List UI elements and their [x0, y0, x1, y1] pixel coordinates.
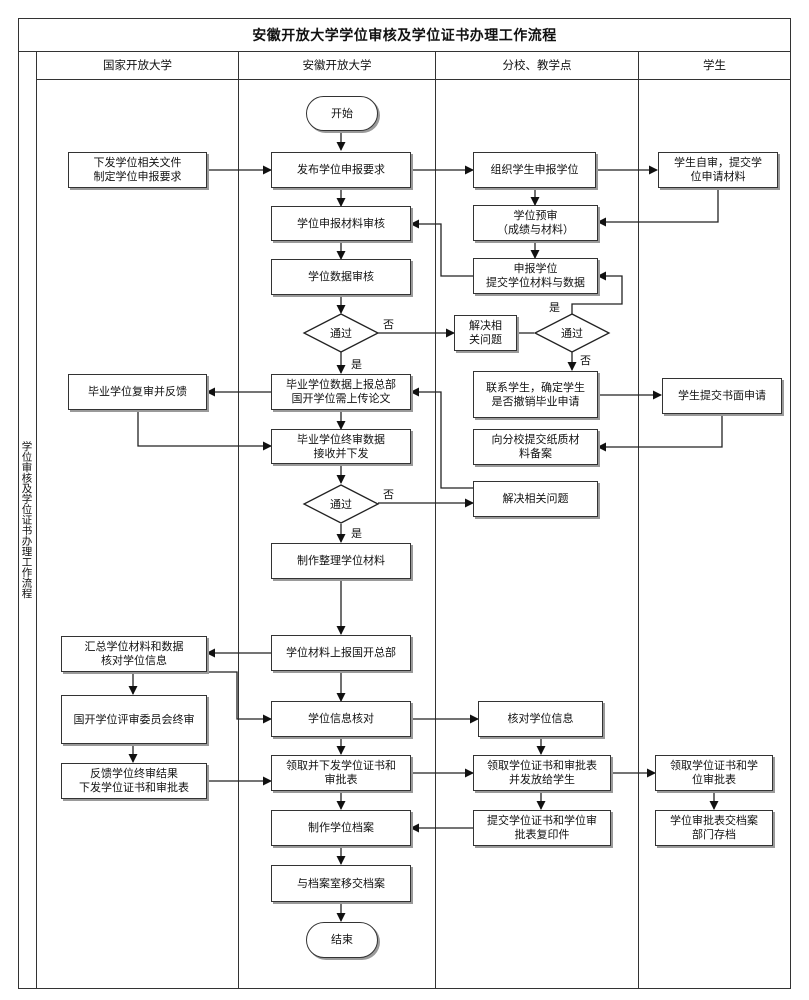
paper-file-box: 向分校提交纸质材 料备案: [473, 429, 598, 465]
lane-student-frame: [638, 51, 791, 989]
lane-header-guonai: 国家开放大学: [37, 51, 238, 80]
label-yes-2: 是: [351, 527, 362, 540]
receive-distribute-box: 领取学位证书和审批表 并发放给学生: [473, 755, 611, 791]
final-data-box: 毕业学位终审数据 接收并下发: [271, 429, 411, 464]
start-node: 开始: [306, 96, 378, 131]
decision-pass-branch: 通过: [561, 327, 583, 340]
label-no-2: 否: [383, 488, 394, 501]
self-review-box: 学生自审，提交学 位申请材料: [658, 152, 778, 188]
receive-cert-box: 领取并下发学位证书和 审批表: [271, 755, 411, 791]
committee-box: 国开学位评审委员会终审: [61, 695, 207, 744]
submit-materials-box: 申报学位 提交学位材料与数据: [473, 258, 598, 294]
pre-review-box: 学位预审 （成绩与材料）: [473, 205, 598, 241]
make-archive-box: 制作学位档案: [271, 810, 411, 846]
publish-requirements-box: 发布学位申报要求: [271, 152, 411, 188]
review-feedback-box: 毕业学位复审并反馈: [68, 374, 207, 410]
label-yes-branch: 是: [549, 301, 560, 314]
summarize-box: 汇总学位材料和数据 核对学位信息: [61, 636, 207, 672]
verify-info-box: 核对学位信息: [478, 701, 603, 737]
transfer-archive-box: 与档案室移交档案: [271, 865, 411, 902]
page-title: 安徽开放大学学位审核及学位证书办理工作流程: [252, 27, 557, 44]
organize-apply-box: 组织学生申报学位: [473, 152, 596, 188]
lane-header-student: 学生: [639, 51, 790, 80]
feedback-result-box: 反馈学位终审结果 下发学位证书和审批表: [61, 763, 207, 799]
end-node: 结束: [306, 922, 378, 958]
side-label: 学位审核及学位证书办理工作流程: [20, 441, 33, 599]
report-materials-box: 学位材料上报国开总部: [271, 635, 411, 671]
written-application-box: 学生提交书面申请: [662, 378, 782, 414]
data-review-box: 学位数据审核: [271, 259, 411, 295]
material-review-box: 学位申报材料审核: [271, 206, 411, 241]
report-hq-box: 毕业学位数据上报总部 国开学位需上传论文: [271, 374, 411, 410]
issue-docs-box: 下发学位相关文件 制定学位申报要求: [68, 152, 207, 188]
label-no-1: 否: [383, 318, 394, 331]
check-info-box: 学位信息核对: [271, 701, 411, 737]
archive-dept-box: 学位审批表交档案 部门存档: [655, 810, 773, 846]
contact-student-box: 联系学生，确定学生 是否撤销毕业申请: [473, 371, 598, 418]
decision-pass-1: 通过: [330, 327, 352, 340]
label-no-branch: 否: [580, 354, 591, 367]
resolve-problems-1-box: 解决相 关问题: [454, 315, 517, 351]
resolve-problems-2-box: 解决相关问题: [473, 481, 598, 517]
lane-header-anhui: 安徽开放大学: [239, 51, 435, 80]
lane-header-branch: 分校、教学点: [436, 51, 638, 80]
decision-pass-2: 通过: [330, 498, 352, 511]
label-yes-1: 是: [351, 358, 362, 371]
student-receive-box: 领取学位证书和学 位审批表: [655, 755, 773, 791]
prepare-materials-box: 制作整理学位材料: [271, 543, 411, 579]
submit-copy-box: 提交学位证书和学位审 批表复印件: [473, 810, 611, 846]
